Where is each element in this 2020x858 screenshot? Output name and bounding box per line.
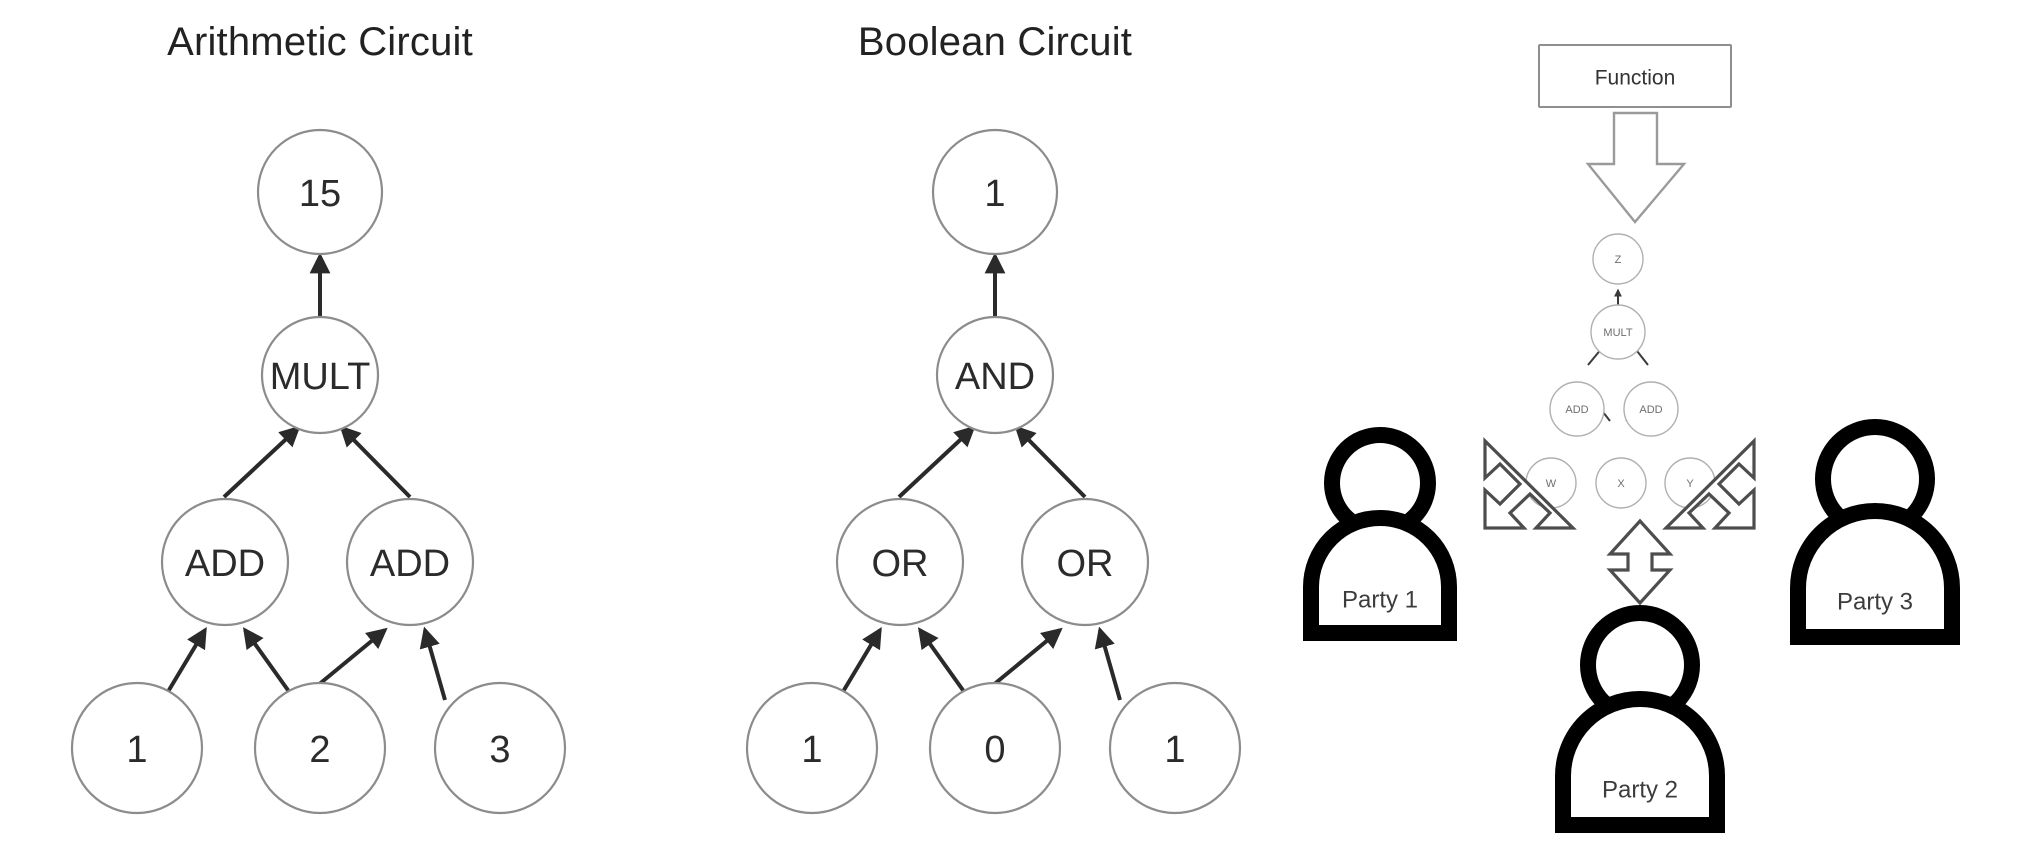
- arith-node-add-right-label: ADD: [370, 543, 450, 585]
- mini-node-input-y-label: Y: [1686, 478, 1694, 490]
- mini-node-z-label: Z: [1615, 254, 1622, 266]
- mini-node-mult[interactable]: [1590, 304, 1646, 360]
- arith-node-output-label: 15: [299, 173, 341, 215]
- mini-node-add-left-label: ADD: [1565, 404, 1588, 416]
- arith-node-input-3[interactable]: [433, 681, 567, 815]
- arith-node-add-left[interactable]: [160, 497, 290, 627]
- party-2-body: [1555, 691, 1725, 833]
- mpc-group: Function Z MULT ADD ADD W X: [1303, 44, 1960, 833]
- arith-node-output[interactable]: [256, 128, 384, 256]
- arithmetic-circuit-title: Arithmetic Circuit: [167, 20, 473, 64]
- arith-node-mult[interactable]: [260, 315, 380, 435]
- arith-node-input-2-label: 2: [309, 729, 330, 771]
- bool-node-input-1-label: 1: [801, 729, 822, 771]
- bool-node-or-right[interactable]: [1020, 497, 1150, 627]
- party-3-communication-arrow: [1662, 437, 1756, 530]
- arith-node-input-1-label: 1: [126, 729, 147, 771]
- boolean-circuit-group: 1 AND OR OR 1 0 1: [745, 128, 1242, 815]
- mini-node-z[interactable]: [1592, 233, 1644, 285]
- edge-orleft-to-and: [897, 425, 976, 499]
- bool-node-output-label: 1: [984, 173, 1005, 215]
- party-1-label: Party 1: [1342, 587, 1418, 614]
- party-1-body: [1303, 510, 1457, 641]
- party-3-label: Party 3: [1837, 589, 1913, 616]
- edge-bin2-to-orleft: [917, 627, 972, 702]
- party-3-body: [1790, 503, 1960, 645]
- arith-node-input-2[interactable]: [253, 681, 387, 815]
- bool-node-input-3[interactable]: [1108, 681, 1242, 815]
- mini-node-add-left[interactable]: [1549, 381, 1605, 437]
- party-2-communication-arrow: [1606, 518, 1674, 606]
- mini-node-input-x[interactable]: [1595, 457, 1647, 509]
- party-2-figure[interactable]: Party 2: [1555, 605, 1725, 833]
- mini-node-input-w-label: W: [1546, 478, 1557, 490]
- edge-bin1-to-orleft: [836, 627, 882, 702]
- mini-node-add-right-label: ADD: [1639, 404, 1662, 416]
- bool-node-and-label: AND: [955, 356, 1035, 398]
- edge-addright-to-mult: [339, 425, 412, 499]
- edge-bin3-to-orright: [1094, 626, 1122, 701]
- party-1-communication-arrow: [1483, 437, 1577, 530]
- bool-node-input-2[interactable]: [928, 681, 1062, 815]
- function-box-label: Function: [1595, 67, 1676, 90]
- bool-node-or-left[interactable]: [835, 497, 965, 627]
- arith-node-add-right[interactable]: [345, 497, 475, 627]
- mini-node-input-x-label: X: [1617, 478, 1625, 490]
- edge-in1-to-addleft: [161, 627, 207, 702]
- edge-in3-to-addright: [419, 626, 447, 701]
- arith-node-input-1[interactable]: [70, 681, 204, 815]
- bool-node-or-left-label: OR: [872, 543, 929, 585]
- arith-node-input-3-label: 3: [489, 729, 510, 771]
- arith-node-add-left-label: ADD: [185, 543, 265, 585]
- bool-node-or-right-label: OR: [1057, 543, 1114, 585]
- mini-node-mult-label: MULT: [1603, 327, 1632, 339]
- edge-in2-to-addleft: [242, 627, 297, 702]
- edge-addleft-to-mult: [222, 425, 301, 499]
- bool-node-input-3-label: 1: [1164, 729, 1185, 771]
- bool-node-and[interactable]: [935, 315, 1055, 435]
- function-to-circuit-block-arrow: [1585, 111, 1687, 224]
- party-3-figure[interactable]: Party 3: [1790, 419, 1960, 645]
- arith-node-mult-label: MULT: [270, 356, 371, 398]
- party-2-label: Party 2: [1602, 777, 1678, 804]
- bool-node-input-1[interactable]: [745, 681, 879, 815]
- boolean-circuit-title: Boolean Circuit: [857, 20, 1133, 64]
- bool-node-input-2-label: 0: [984, 729, 1005, 771]
- bool-node-output[interactable]: [931, 128, 1059, 256]
- mini-node-add-right[interactable]: [1623, 381, 1679, 437]
- party-1-figure[interactable]: Party 1: [1303, 427, 1457, 641]
- edge-orright-to-and: [1014, 425, 1087, 499]
- function-box[interactable]: [1538, 44, 1732, 108]
- arithmetic-circuit-group: 15 MULT ADD ADD 1 2 3: [70, 128, 567, 815]
